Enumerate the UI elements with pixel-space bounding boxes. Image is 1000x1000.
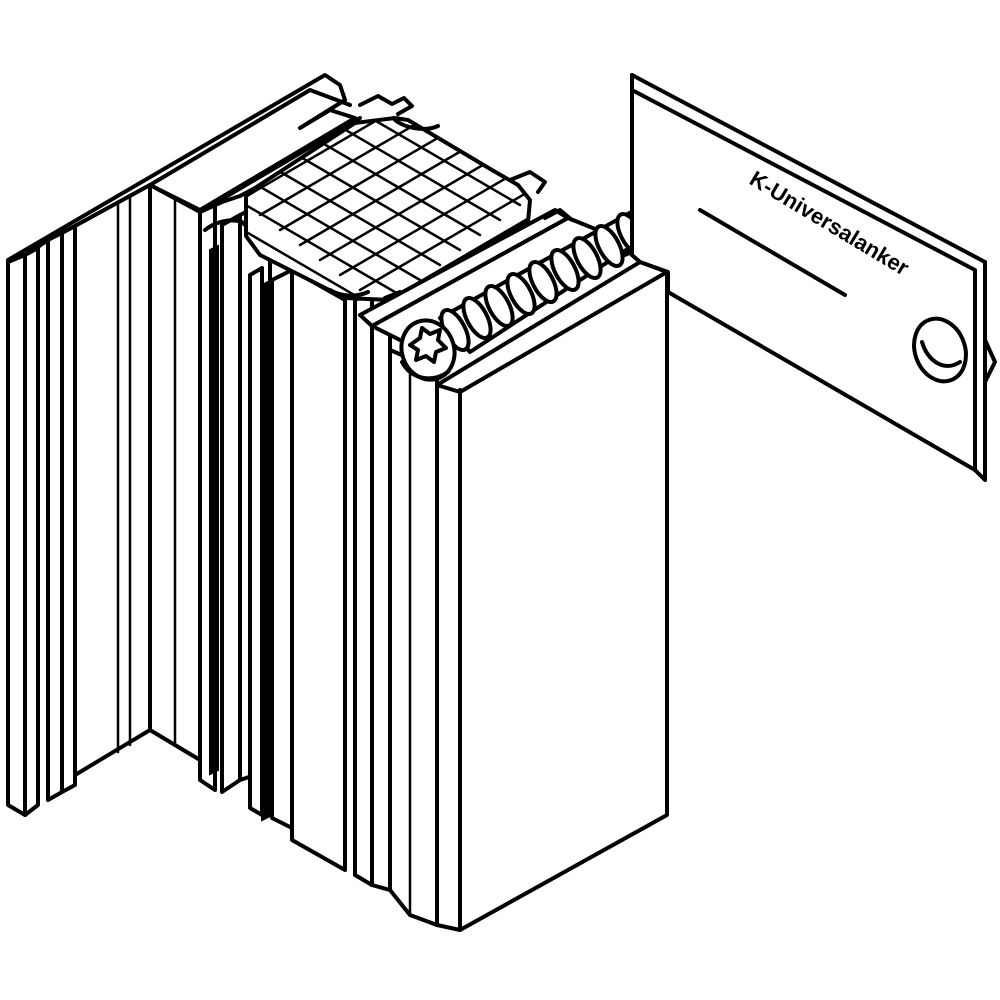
wall-plate-hole (912, 316, 968, 384)
torx-screw-head-icon (399, 318, 457, 382)
insulation-core (244, 94, 547, 314)
wall-plate: K-Universalanker (630, 73, 997, 482)
left-frame-profile (6, 73, 392, 892)
right-frame-profile (358, 208, 669, 932)
